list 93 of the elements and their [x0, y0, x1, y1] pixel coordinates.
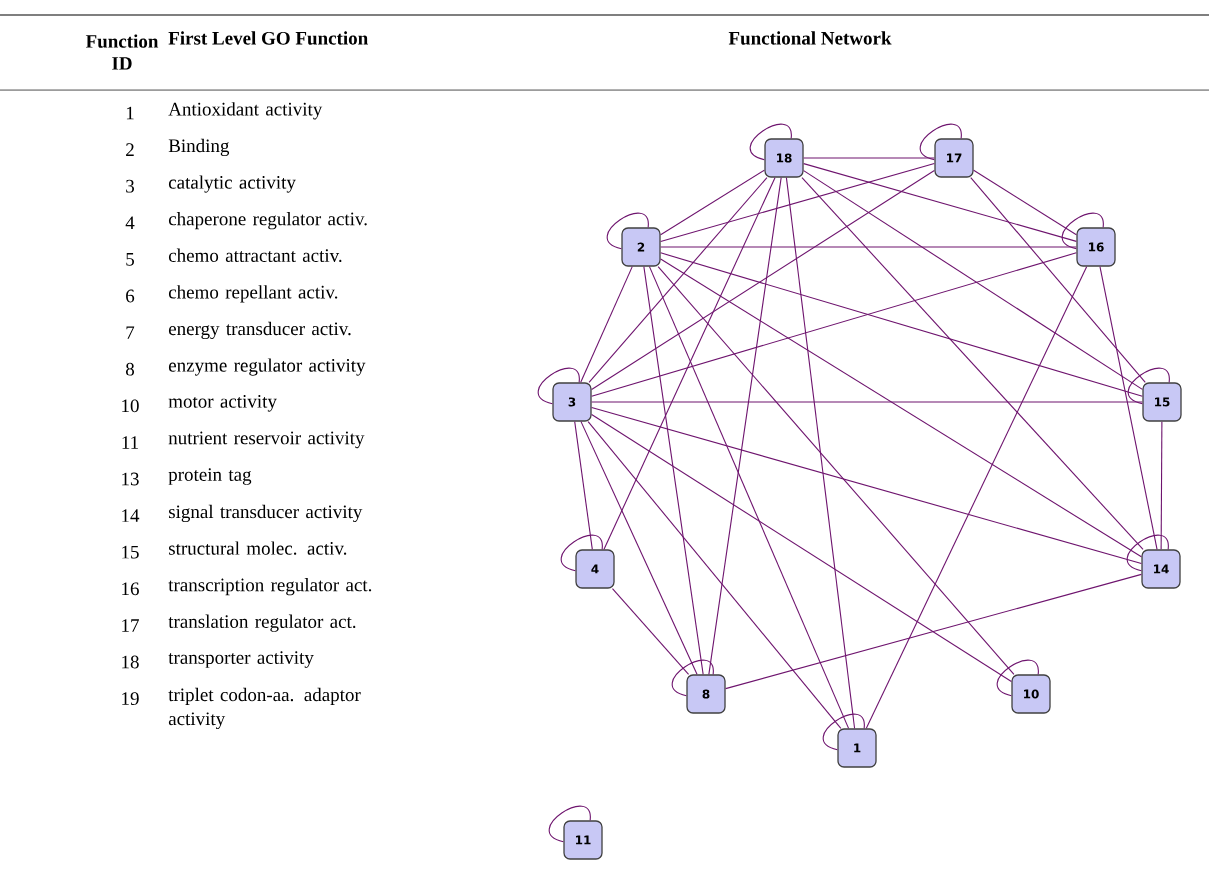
network-node: 3 [552, 382, 592, 422]
function-id: 13 [122, 472, 139, 486]
network-edge [996, 659, 1039, 697]
network-edge [560, 534, 603, 572]
network-edge [574, 421, 593, 550]
function-name: nutrient reservoir activity [168, 431, 365, 449]
network-edge [970, 177, 1146, 383]
network-edge [591, 401, 1143, 403]
function-id: 3 [126, 179, 134, 193]
function-name: enzyme regulator activity [168, 358, 366, 376]
network-edge [606, 212, 649, 250]
function-id: 19 [122, 692, 139, 705]
function-id: 10 [122, 399, 139, 413]
function-name: energy transducer activ. [168, 321, 351, 340]
function-name: signal transducer activity [169, 504, 363, 523]
function-id: 8 [126, 362, 135, 376]
network-edge [1061, 212, 1104, 250]
network-edge [660, 246, 1077, 248]
network-edge [591, 407, 1142, 564]
function-name: translation regulator act. [168, 614, 356, 632]
function-id: 16 [122, 582, 139, 596]
function-name: chemo repellant activ. [168, 285, 338, 303]
network-edge [660, 169, 765, 236]
network-edge [919, 123, 962, 161]
network-edge [580, 266, 633, 383]
function-name: structural molec. activ. [169, 541, 347, 555]
network-edge [588, 177, 768, 383]
function-name: Antioxidant activity [168, 102, 323, 120]
network-edge [803, 170, 1143, 390]
network-node: 17 [934, 138, 974, 178]
network-node: 14 [1141, 549, 1181, 589]
function-id: 11 [122, 436, 138, 449]
network-node: 4 [575, 549, 615, 589]
function-id: 14 [122, 509, 140, 522]
function-name: transporter activity [168, 651, 314, 668]
function-name: triplet codon-aa. adaptor activity [168, 687, 361, 730]
network-node: 15 [1142, 382, 1182, 422]
network-edge [591, 252, 1077, 397]
network-node: 18 [764, 138, 804, 178]
network-edge [1127, 367, 1170, 405]
function-id: 2 [126, 143, 134, 156]
network-edge [591, 169, 935, 391]
network-edge [548, 805, 591, 843]
network-edge [785, 177, 856, 729]
function-name: catalytic activity [168, 175, 296, 193]
network-edge [865, 266, 1088, 729]
network-node: 11 [563, 820, 603, 860]
function-name: protein tag [168, 468, 252, 485]
function-id: 5 [126, 253, 134, 266]
network-node: 10 [1011, 674, 1051, 714]
network-edge [580, 421, 698, 675]
network-node: 8 [686, 674, 726, 714]
function-id: 6 [126, 289, 135, 303]
function-name: transcription regulator act. [168, 578, 372, 596]
column-header: Function ID [85, 34, 159, 70]
network-edge [587, 421, 842, 729]
network-edge [803, 157, 935, 159]
network-node: 2 [621, 227, 661, 267]
network-edge [660, 258, 1142, 558]
network-edge [1099, 266, 1158, 550]
network-edge [973, 169, 1077, 236]
network-edge [822, 713, 865, 751]
network-edge [671, 659, 714, 697]
network-edge [708, 177, 782, 675]
network-edge [657, 266, 1015, 675]
network-edge [725, 573, 1142, 690]
function-id: 1 [126, 106, 134, 120]
function-name: motor activity [168, 395, 277, 412]
network-node: 16 [1076, 227, 1116, 267]
network-edge [648, 266, 850, 729]
network-node: 1 [837, 728, 877, 768]
network-edge [803, 163, 1077, 242]
function-id: 18 [122, 655, 139, 669]
network-edge [611, 588, 690, 675]
function-id: 15 [122, 545, 139, 559]
network-edge [801, 177, 1144, 550]
network-edge [749, 123, 792, 161]
function-id: 7 [126, 326, 135, 339]
network-edge [537, 367, 580, 405]
column-header: First Level GO Function [168, 31, 368, 45]
column-header: Functional Network [728, 31, 892, 45]
function-id: 4 [125, 216, 135, 230]
network-edge [591, 413, 1012, 683]
network-edge [603, 177, 776, 550]
function-id: 17 [122, 619, 139, 632]
network-edge [660, 163, 935, 242]
function-name: chaperone regulator activ. [168, 212, 367, 230]
network-edge [1160, 421, 1163, 550]
network-edge [643, 266, 704, 675]
network-edge [1126, 534, 1169, 572]
function-name: Binding [168, 138, 230, 157]
function-name: chemo attractant activ. [168, 248, 342, 263]
network-edge [660, 252, 1143, 397]
